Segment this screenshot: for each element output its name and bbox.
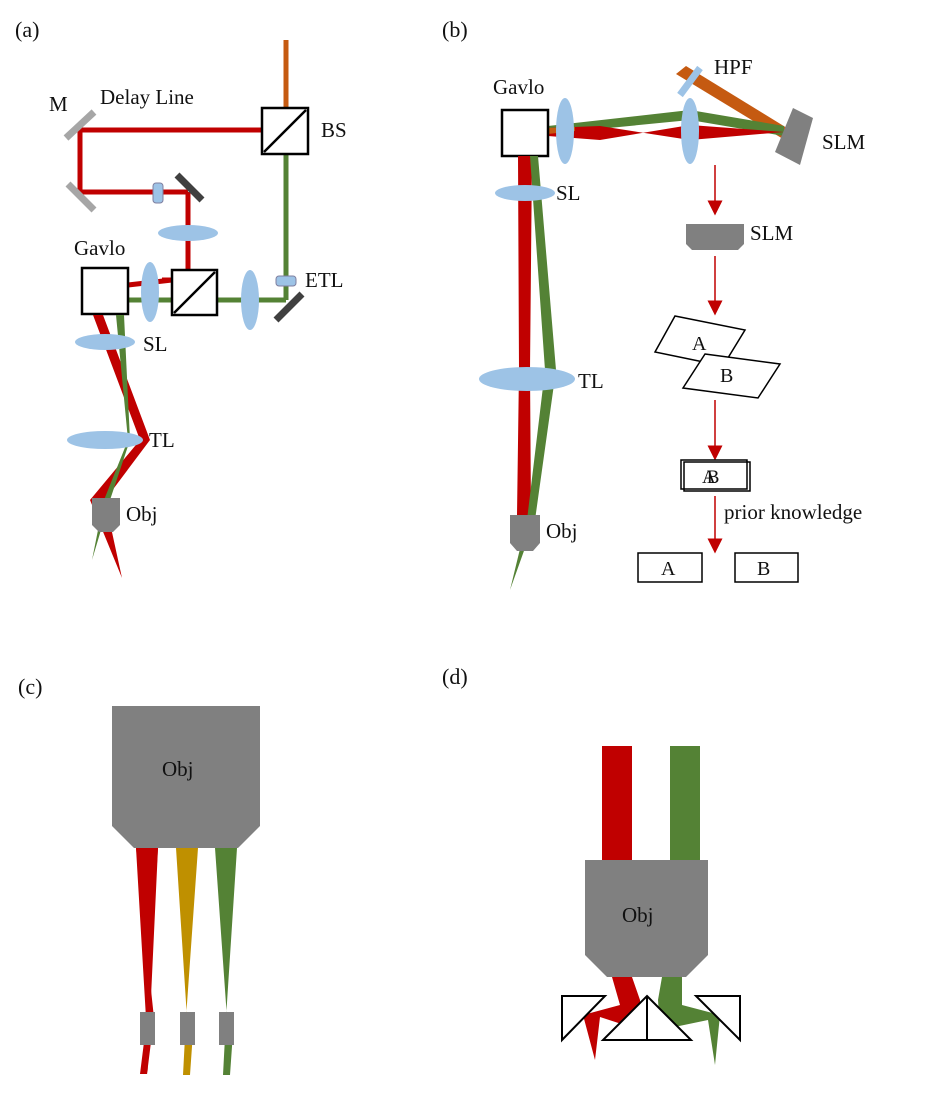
tube-lens-b	[479, 367, 575, 391]
orange-beam-b	[676, 66, 800, 142]
delay-line-lens	[152, 182, 164, 204]
label-hpf: HPF	[714, 55, 753, 79]
panel-d-tag: (d)	[442, 664, 468, 689]
label-obj-d: Obj	[622, 903, 654, 927]
delay-line-dark-mirror	[174, 172, 205, 203]
panel-d: (d) Obj	[442, 664, 741, 1065]
label-etl: ETL	[305, 268, 343, 292]
label-obj-c: Obj	[162, 757, 194, 781]
red-out-beam-d	[583, 977, 640, 1060]
etl-dark-mirror	[273, 291, 305, 323]
label-sl-b: SL	[556, 181, 581, 205]
label-output-a: A	[661, 558, 676, 580]
label-tl-b: TL	[578, 369, 604, 393]
merged-frame-front	[683, 461, 751, 492]
green-input-beam-d	[670, 746, 700, 860]
detector-red-c	[140, 1012, 155, 1045]
lens-near-galvo-b	[556, 98, 574, 164]
label-delay-line: Delay Line	[100, 85, 194, 109]
merged-frame-back	[680, 459, 748, 490]
lens-green-path	[241, 270, 259, 330]
prism-left-d	[561, 995, 608, 1043]
slm-mirror-b	[775, 108, 813, 165]
panel-b-tag: (b)	[442, 17, 468, 42]
label-image-b: B	[720, 365, 733, 387]
label-output-b: B	[757, 558, 770, 580]
label-tl-a: TL	[149, 428, 175, 452]
mirror-m-bottom	[65, 181, 97, 213]
objective-c	[112, 706, 260, 848]
galvo-box-b	[500, 108, 550, 158]
label-prior-knowledge: prior knowledge	[724, 500, 862, 524]
red-scan-beam-b	[517, 156, 532, 515]
mirror-m-top	[63, 109, 97, 141]
red-beam-path-a	[77, 127, 262, 288]
label-m: M	[49, 92, 68, 116]
panel-c-tag: (c)	[18, 674, 42, 699]
beam-splitter-bs	[260, 106, 310, 156]
scan-lens-a	[75, 334, 135, 350]
label-image-a: A	[692, 333, 707, 355]
label-galvo-b: Gavlo	[493, 75, 544, 99]
galvo-box-a	[80, 266, 130, 316]
red-input-beam-d	[602, 746, 632, 860]
detector-gold-c	[180, 1012, 195, 1045]
label-bs: BS	[321, 118, 347, 142]
green-beam-b	[548, 110, 784, 136]
green-scan-beam-b	[510, 156, 556, 590]
panel-a-tag: (a)	[15, 17, 39, 42]
tube-lens-a	[67, 431, 143, 449]
lens-galvo-side	[141, 262, 159, 322]
output-box-b	[734, 552, 799, 583]
label-slm-mirror: SLM	[822, 130, 866, 154]
green-out-beam-d	[658, 977, 720, 1065]
label-obj-b: Obj	[546, 519, 578, 543]
output-box-a	[637, 552, 703, 583]
scan-lens-b	[495, 185, 555, 201]
beam-splitter-lower	[170, 268, 219, 317]
lens-near-slm-b	[681, 98, 699, 164]
objective-b	[510, 515, 540, 551]
prism-right-d	[693, 995, 741, 1043]
panel-b: (b) HPF SLM Gavlo SL TL Obj SLM	[442, 17, 866, 590]
objective-a	[92, 498, 120, 532]
hpf-filter	[677, 65, 703, 98]
etl-lens	[275, 275, 297, 287]
detector-green-c	[219, 1012, 234, 1045]
relay-lens-horizontal	[158, 225, 218, 241]
label-sl-a: SL	[143, 332, 168, 356]
panel-a: (a) BS M Delay Line	[15, 17, 347, 578]
slm-block	[686, 224, 744, 250]
panel-c: (c) Obj	[18, 674, 260, 1075]
red-beam-b	[548, 125, 784, 140]
image-frame-b	[681, 353, 782, 399]
label-obj-a: Obj	[126, 502, 158, 526]
label-galvo-a: Gavlo	[74, 236, 125, 260]
objective-d	[585, 860, 708, 977]
label-slm-block: SLM	[750, 221, 794, 245]
